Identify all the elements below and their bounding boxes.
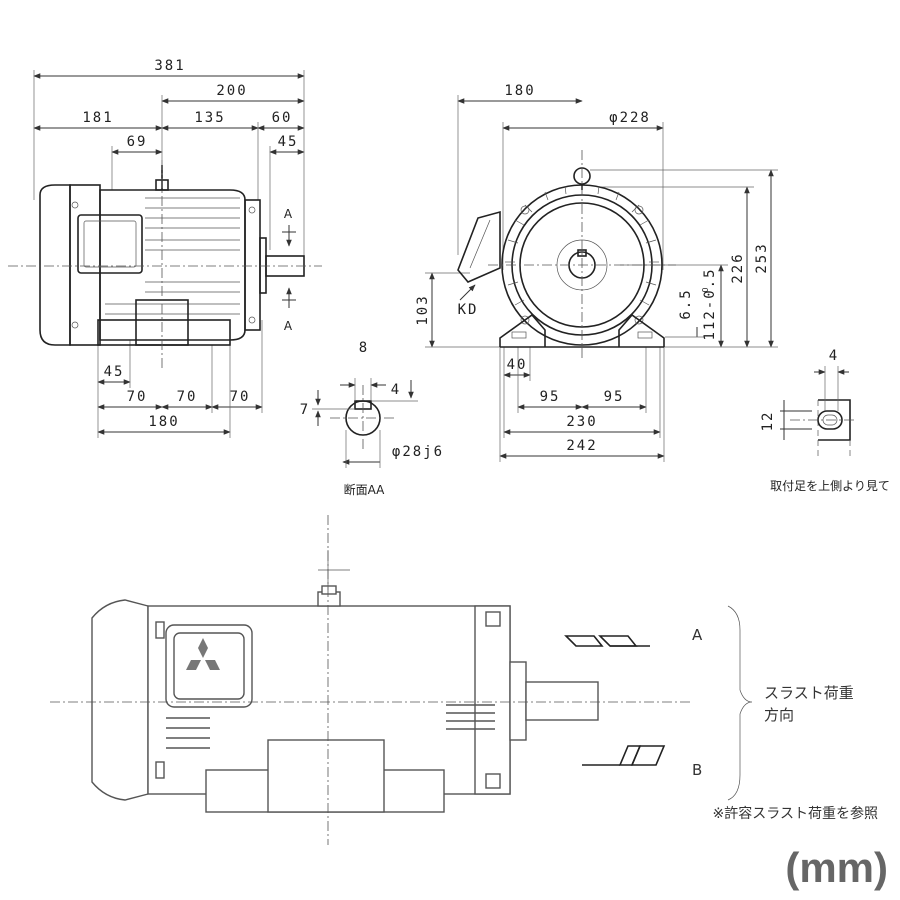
- kd-leader-line: [459, 284, 476, 301]
- section-title: 断面AA: [344, 482, 386, 497]
- dim-foot-hole-left: 70: [127, 389, 148, 405]
- dim-key-length: 45: [278, 134, 299, 150]
- thrust-label-b: B: [692, 761, 702, 779]
- dim-foot-span: 230: [566, 414, 597, 430]
- foot-detail-caption: 取付足を上側より見て: [770, 479, 890, 493]
- dim-foot-end: 45: [104, 364, 125, 380]
- kd-label: KD: [458, 302, 479, 318]
- dim-frame-height: 226: [730, 252, 746, 283]
- dim-rear-to-center: 181: [82, 110, 113, 126]
- dim-eyebolt-offset: 69: [127, 134, 148, 150]
- logo-diamond-right: [205, 660, 220, 670]
- dim-foot-thickness: 6.5: [678, 288, 694, 319]
- dim-foot-hole-right: 70: [177, 389, 198, 405]
- section-mark-upper: A: [284, 207, 293, 221]
- front-view: 180 φ228 253 226 103 6.5 112-0.5 0 40 95…: [415, 83, 778, 462]
- dim-base-width: 242: [566, 438, 597, 454]
- side-view: 381 200 181 135 60 45 69 45 70 70 70 180: [8, 58, 322, 438]
- dim-overall-length: 381: [154, 58, 185, 74]
- front-view-motor-body: [457, 167, 665, 348]
- dim-terminal-height: 103: [415, 294, 431, 325]
- dim-foot-width: 40: [507, 357, 528, 373]
- thrust-bracket: [727, 605, 753, 801]
- dim-key-height: 7: [300, 402, 310, 418]
- dim-foot-to-flange: 70: [230, 389, 251, 405]
- dim-key-depth: 4: [391, 382, 401, 398]
- thrust-arrow-b: [582, 745, 666, 766]
- dim-frame-diameter: φ228: [609, 110, 651, 126]
- dim-shaft-height: 112-0.5: [702, 267, 718, 340]
- section-aa-view: 8 4 7 φ28j6 断面AA: [300, 340, 444, 497]
- thrust-label-a: A: [692, 626, 703, 644]
- logo-diamond-left: [186, 660, 201, 670]
- dim-slot-width: 4: [829, 348, 839, 364]
- thrust-direction-line2: 方向: [764, 706, 794, 724]
- thrust-view-motor: [91, 585, 599, 813]
- shaft-height-tolerance-upper: 0: [701, 287, 710, 292]
- dim-hole-right: 95: [604, 389, 625, 405]
- section-marker-bottom: [282, 287, 296, 308]
- unit-label: (mm): [785, 844, 888, 891]
- section-marker-top: [282, 225, 296, 247]
- thrust-note: ※許容スラスト荷重を参照: [713, 805, 878, 822]
- dim-center-to-flange: 135: [194, 110, 225, 126]
- thrust-direction-line1: スラスト荷重: [764, 684, 854, 702]
- section-mark-lower: A: [284, 319, 293, 333]
- thrust-arrow-a: [564, 635, 650, 647]
- side-view-motor-body: [39, 165, 305, 346]
- logo-diamond-top: [198, 638, 208, 658]
- dim-shaft-length: 60: [272, 110, 293, 126]
- dim-hole-left: 95: [540, 389, 561, 405]
- dim-overall-height: 253: [754, 242, 770, 273]
- foot-detail-view: 4 12 取付足を上側より見て: [760, 348, 890, 493]
- dim-center-to-shaft-end: 200: [216, 83, 247, 99]
- side-view-dimension-lines: [33, 70, 305, 438]
- dim-key-width: 8: [359, 340, 369, 356]
- dim-slot-length: 12: [760, 411, 776, 432]
- dim-foot-length: 180: [148, 414, 179, 430]
- thrust-load-view: A B スラスト荷重 方向 ※許容スラスト荷重を参照: [50, 515, 878, 845]
- dim-shaft-diameter: φ28j6: [392, 444, 444, 460]
- dim-terminal-box-width: 180: [504, 83, 535, 99]
